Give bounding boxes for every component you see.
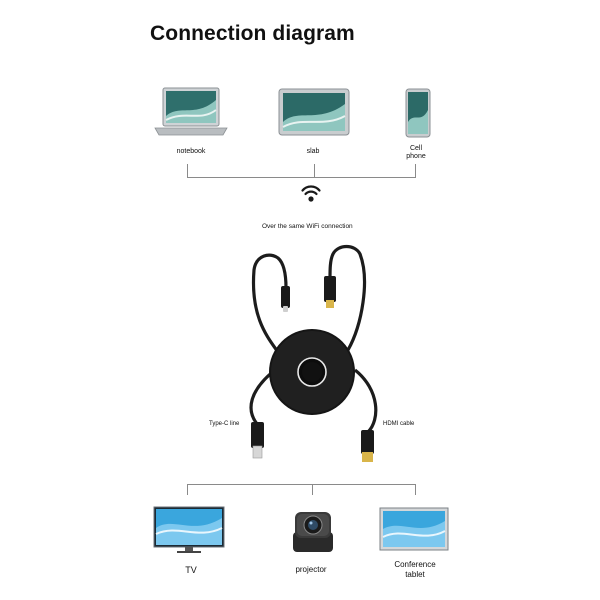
tablet-icon [278,88,350,141]
connector-line [187,484,416,485]
output-label-tv: TV [185,565,197,575]
wireless-display-dongle-icon [230,240,400,485]
hdmi-cable-label: HDMI cable [383,421,415,427]
connector-line [314,164,315,177]
source-label-slab: slab [306,148,320,155]
connector-line [415,484,416,495]
wifi-label: Over the same WiFi connection [262,223,353,230]
connector-line [187,164,188,177]
phone-icon [405,88,431,143]
output-label-projector: projector [295,565,327,574]
tv-icon [153,506,225,559]
wifi-signal-icon [301,183,321,208]
projector-icon [287,506,339,561]
connector-line [312,484,313,495]
type-c-cable-label: Type-C line [209,421,240,427]
diagram-title: Connection diagram [150,22,355,45]
connector-line [187,484,188,495]
connector-line [187,177,416,178]
output-label-conference-tablet: Conference tablet [394,560,436,579]
source-label-cell-phone: Cell phone [406,145,426,160]
source-label-notebook: notebook [176,148,206,155]
conference-display-icon [379,507,449,556]
laptop-icon [154,86,228,143]
connector-line [415,164,416,177]
